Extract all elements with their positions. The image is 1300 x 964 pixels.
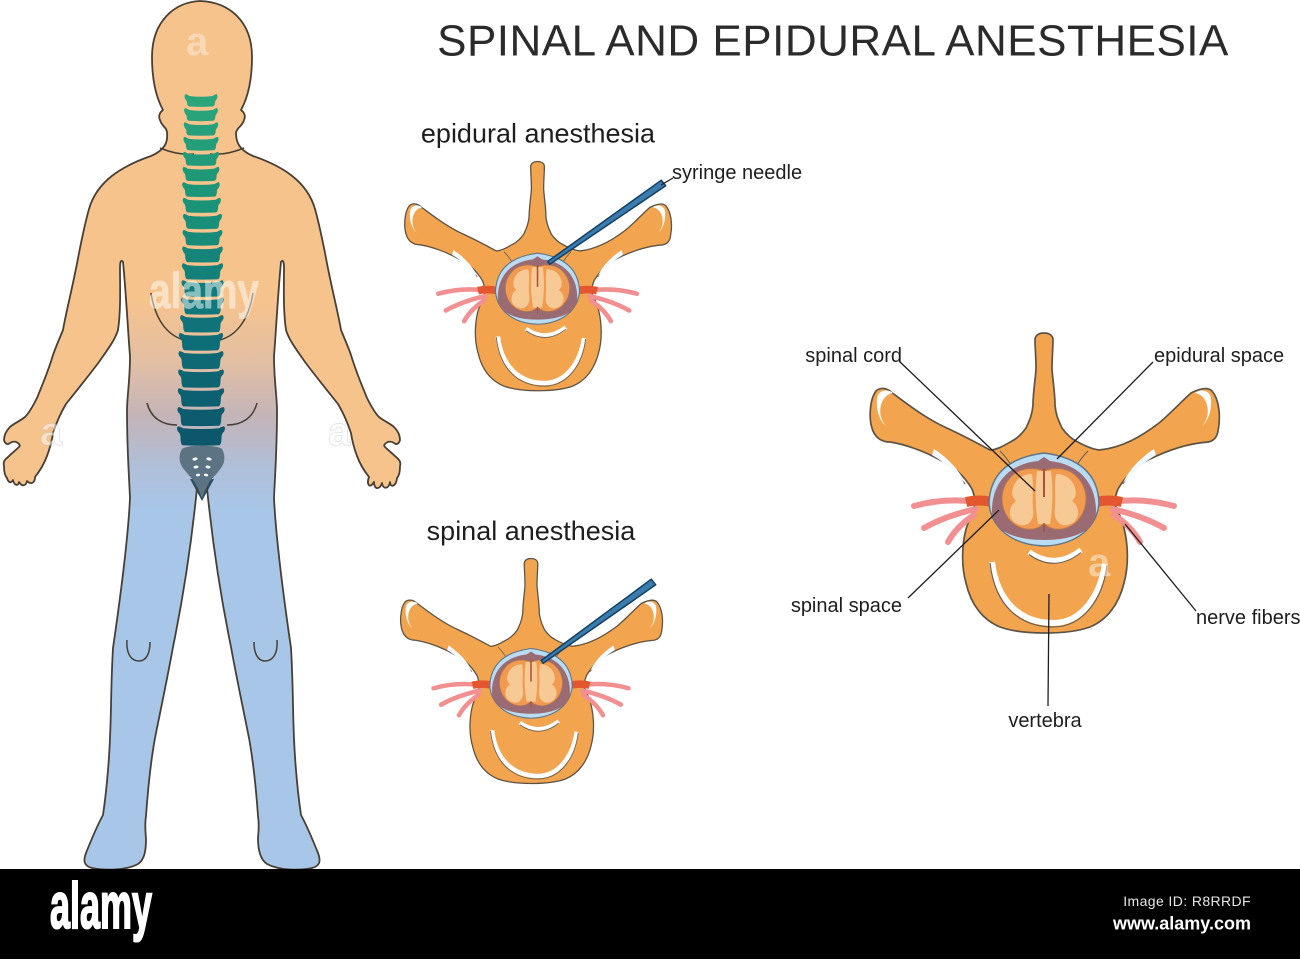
svg-text:alamy: alamy [50, 869, 152, 942]
svg-text:a: a [186, 20, 209, 64]
svg-text:epidural anesthesia: epidural anesthesia [421, 119, 656, 149]
svg-text:vertebra: vertebra [1008, 710, 1082, 732]
svg-text:a: a [40, 410, 63, 454]
svg-text:a: a [1088, 541, 1111, 585]
svg-text:spinal space: spinal space [791, 595, 902, 617]
svg-text:a: a [328, 410, 351, 454]
svg-text:alamy: alamy [149, 263, 259, 319]
svg-text:spinal anesthesia: spinal anesthesia [427, 516, 637, 546]
svg-text:Image ID: R8RRDF: Image ID: R8RRDF [1123, 893, 1251, 909]
svg-text:spinal cord: spinal cord [805, 345, 902, 367]
svg-text:syringe needle: syringe needle [672, 162, 802, 184]
svg-text:epidural space: epidural space [1154, 345, 1284, 367]
svg-text:nerve fibers: nerve fibers [1196, 607, 1300, 629]
svg-text:SPINAL AND EPIDURAL ANESTHESIA: SPINAL AND EPIDURAL ANESTHESIA [437, 17, 1229, 66]
svg-text:www.alamy.com: www.alamy.com [1112, 914, 1251, 934]
